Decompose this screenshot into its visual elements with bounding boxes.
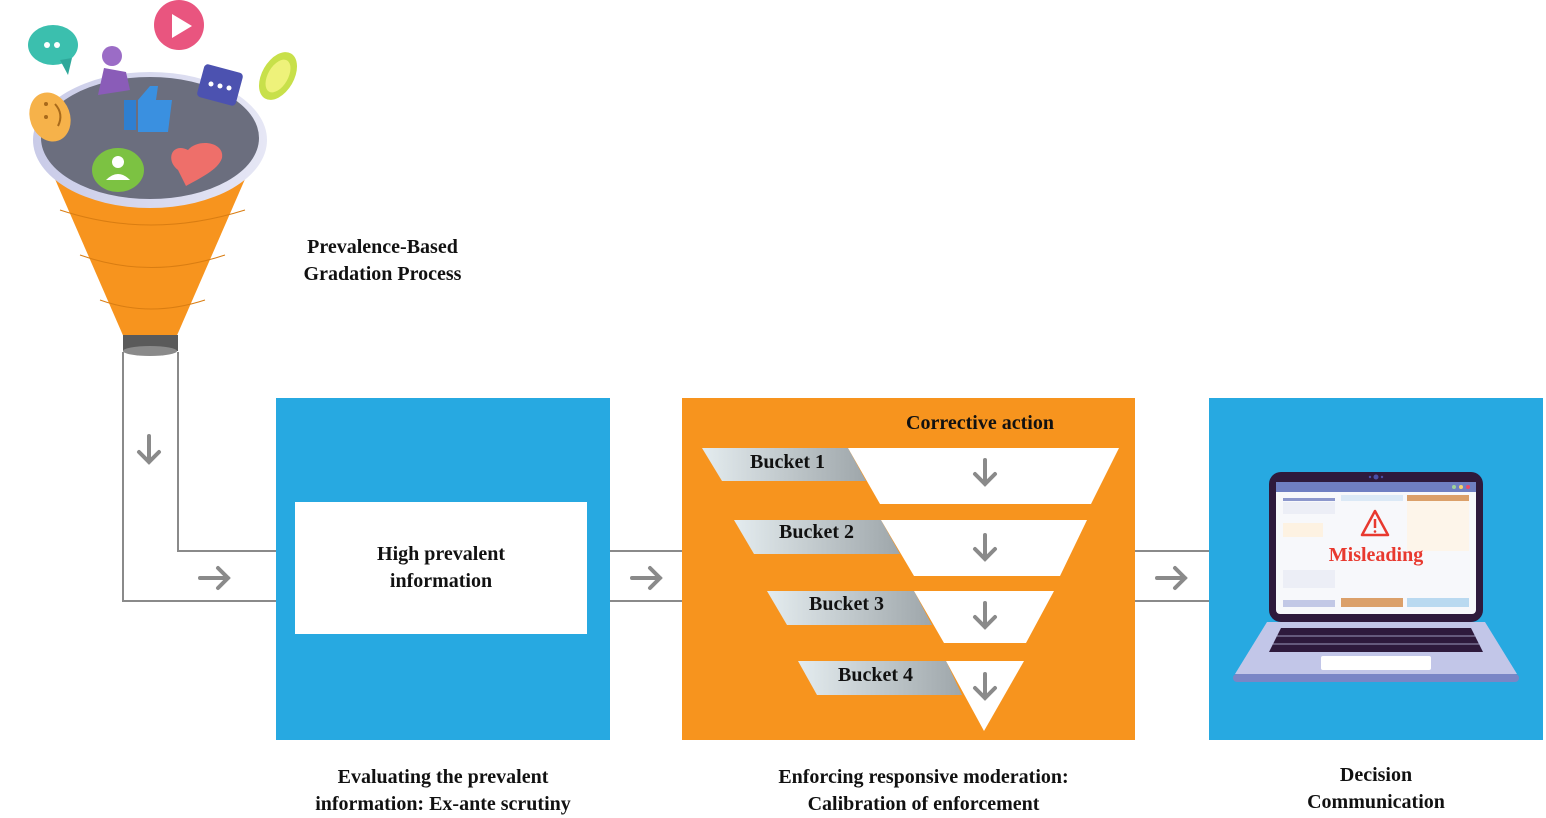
- heart-icon: [171, 143, 223, 186]
- connector-inner-vertical: [177, 352, 179, 551]
- connector-1-2-top: [610, 550, 682, 552]
- user-badge-icon: [259, 52, 297, 100]
- connector-2-3-top: [1135, 550, 1209, 552]
- laptop-keyboard: [1269, 628, 1483, 652]
- funnel-title-line1: Prevalence-Based: [307, 236, 458, 258]
- high-prevalent-line1: High prevalent: [377, 543, 505, 565]
- message-icon: [197, 64, 243, 106]
- stage3-caption: Decision Communication: [1209, 762, 1543, 816]
- bucket-2-label: Bucket 2: [779, 521, 854, 543]
- bucket-1-arrow-down-icon: [973, 458, 997, 487]
- laptop-illustration: [1233, 472, 1519, 682]
- bucket-4-label: Bucket 4: [838, 664, 913, 686]
- stage3-caption-line2: Communication: [1307, 791, 1445, 813]
- bucket-3-arrow-down-icon: [973, 601, 997, 630]
- bucket-4-arrow-down-icon: [973, 672, 997, 701]
- warning-triangle-icon: [1360, 509, 1390, 537]
- stage1-caption: Evaluating the prevalent information: Ex…: [276, 764, 610, 818]
- connector-1-2-bottom: [610, 600, 682, 602]
- funnel-title: Prevalence-Based Gradation Process: [280, 234, 485, 288]
- stage2-caption-line2: Calibration of enforcement: [807, 793, 1040, 815]
- connector-outer-vertical: [122, 352, 124, 602]
- funnel-illustration: [28, 0, 297, 356]
- high-prevalent-info-text: High prevalent information: [377, 541, 505, 595]
- thumbs-up-icon: [124, 86, 172, 132]
- high-prevalent-info-box: High prevalent information: [295, 502, 587, 634]
- play-button-icon: [154, 0, 204, 50]
- high-prevalent-line2: information: [389, 570, 493, 592]
- bucket-2-arrow-down-icon: [973, 533, 997, 562]
- stage1-caption-line1: Evaluating the prevalent: [337, 766, 549, 788]
- funnel-title-line2: Gradation Process: [303, 263, 462, 285]
- stage2-caption: Enforcing responsive moderation: Calibra…: [682, 764, 1165, 818]
- stage1-panel: High prevalent information: [276, 398, 610, 740]
- connector-outer-horizontal: [122, 600, 277, 602]
- connector-inner-horizontal: [177, 550, 277, 552]
- stage2-caption-line1: Enforcing responsive moderation:: [778, 766, 1069, 788]
- corrective-action-heading: Corrective action: [906, 412, 1054, 434]
- stage1-caption-line2: information: Ex-ante scrutiny: [315, 793, 571, 815]
- misleading-label: Misleading: [1328, 544, 1424, 566]
- bucket-3-label: Bucket 3: [809, 593, 884, 615]
- arrow-right-icon: [198, 566, 231, 590]
- arrow-right-icon: [1155, 566, 1188, 590]
- arrow-right-icon: [630, 566, 663, 590]
- bucket-1-label: Bucket 1: [750, 451, 825, 473]
- chat-bubble-icon: [28, 25, 78, 75]
- stage3-caption-line1: Decision: [1339, 764, 1413, 786]
- arrow-down-icon: [137, 434, 161, 465]
- bucket-funnel: [702, 448, 1119, 731]
- window-titlebar: [1276, 482, 1476, 492]
- connector-2-3-bottom: [1135, 600, 1209, 602]
- smiley-icon: [29, 92, 71, 142]
- user-profile-icon: [98, 46, 130, 95]
- laptop-trackpad: [1321, 656, 1431, 670]
- user-avatar-icon: [92, 148, 144, 192]
